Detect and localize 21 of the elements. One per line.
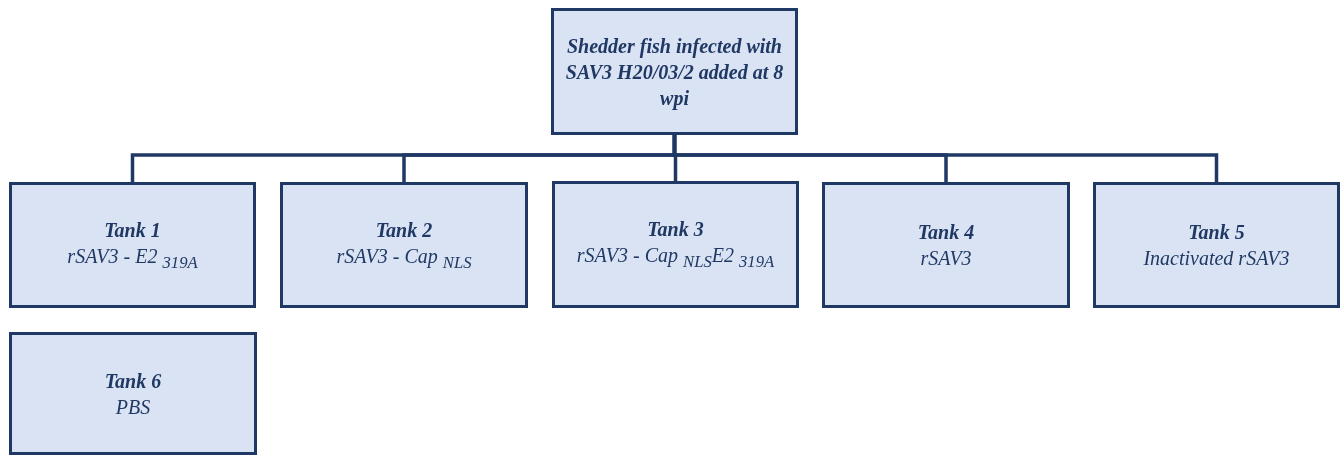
node-text: rSAV3 [920,246,972,271]
connector-line [672,135,1219,182]
node-text: Inactivated rSAV3 [1143,246,1290,271]
tank-box [280,182,528,308]
node-heading: Tank 1 [104,217,161,243]
node-heading: Tank 3 [647,217,704,243]
node-heading: Tank 4 [917,220,975,245]
tank-box [9,332,257,455]
tank-box [1093,182,1340,308]
node-text: PBS [115,394,151,420]
tank-box [552,181,799,308]
node-heading: Tank 5 [1188,220,1245,245]
node-text: rSAV3 - Cap $_{NLS}$E2 $_{319A}$ [576,243,775,273]
tank-box [9,182,256,308]
node-text: rSAV3 - Cap $_{NLS}$ [336,243,472,274]
node-heading: Tank 6 [104,368,162,394]
node-text: rSAV3 - E2 $_{319A}$ [67,243,198,274]
source-box [551,8,798,135]
tank-box [822,182,1070,308]
node-heading: Tank 2 [375,217,433,243]
node-heading: Shedder fish infected with SAV3 H20/03/2 added at 8 wpi [564,33,785,111]
